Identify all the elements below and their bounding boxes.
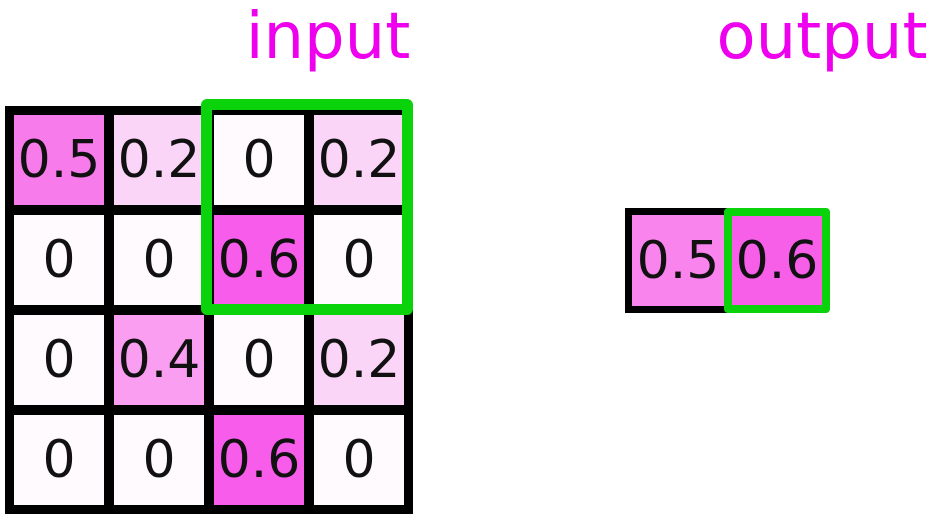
input-grid-cell: 0 — [9, 310, 109, 410]
input-grid-cell: 0.2 — [109, 110, 209, 210]
input-grid-cell: 0 — [109, 410, 209, 510]
input-grid-cell: 0 — [309, 210, 409, 310]
input-grid-cell: 0.6 — [209, 410, 309, 510]
output-cell: 0.5 — [625, 208, 731, 313]
output-cells: 0.5 0.6 — [625, 208, 830, 313]
input-grid-cell: 0 — [309, 410, 409, 510]
input-grid-cell: 0 — [209, 310, 309, 410]
input-grid-cell: 0.6 — [209, 210, 309, 310]
input-grid-cell: 0 — [9, 410, 109, 510]
input-grid-cell: 0 — [109, 210, 209, 310]
input-grid-cell: 0 — [9, 210, 109, 310]
input-grid: 0.5 0.2 0 0.2 0 0 0.6 0 0 0.4 0 0.2 0 0 … — [5, 106, 413, 514]
input-grid-cell: 0 — [209, 110, 309, 210]
input-grid-cell: 0.4 — [109, 310, 209, 410]
output-title: output — [716, 0, 928, 74]
output-cell-highlighted: 0.6 — [724, 208, 830, 313]
input-grid-cell: 0.5 — [9, 110, 109, 210]
input-title: input — [245, 0, 411, 74]
input-grid-cell: 0.2 — [309, 110, 409, 210]
input-grid-cell: 0.2 — [309, 310, 409, 410]
